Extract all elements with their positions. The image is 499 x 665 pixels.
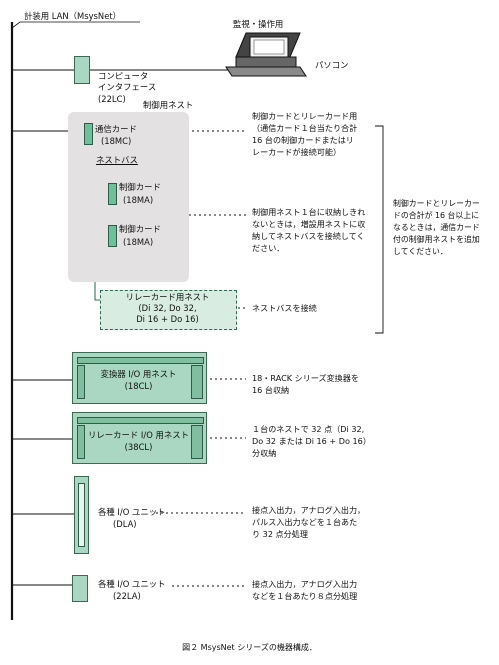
note-side-4: 付の制御用ネストを追加: [393, 235, 480, 244]
note-relay-io-2: Do 32 または Di 16 + Do 16）: [252, 436, 371, 446]
relay-io-side-left: [77, 425, 85, 459]
relay-io-nest-label-1: リレーカード I/O 用ネスト: [88, 430, 189, 440]
pc-top-label: 監視・操作用: [233, 19, 284, 29]
note-la22-1: 接点入出力，アナログ入出力: [252, 579, 358, 589]
note-capacity-2: ないときは，増設用ネストに収: [252, 219, 366, 229]
converter-nest-label-2: (18CL): [124, 381, 153, 391]
lan-label: 計装用 LAN（MsysNet）: [24, 11, 121, 21]
interface-label-1: コンピュータ: [98, 71, 149, 81]
note-capacity-4: ださい．: [252, 243, 285, 253]
pc-icon: [225, 32, 307, 77]
control-card-1-label-1: 制御カード: [119, 182, 161, 192]
relay-nest-box: [100, 290, 237, 330]
note-side-2: ドの合計が 16 台以上に: [393, 211, 480, 220]
dla-label-1: 各種 I/O ユニット: [98, 507, 166, 517]
note-dla-2: パルス入出力などを１台あた: [252, 517, 358, 527]
relay-nest-label-2: (Di 32, Do 32,: [138, 303, 197, 313]
converter-slot-strip: [77, 357, 204, 364]
control-card-2-label-2: (18MA): [123, 237, 154, 247]
relay-nest-label-3: Di 16 + Do 16): [136, 314, 199, 324]
interface-22lc-icon: [74, 56, 90, 84]
note-capacity-1: 制御用ネスト１台に収納しきれ: [252, 207, 366, 217]
relay-io-nest-label-2: (38CL): [124, 442, 153, 452]
note-comm-3: 16 台の制御カードまたはリ: [252, 135, 354, 145]
note-side-1: 制御カードとリレーカー: [393, 199, 480, 208]
converter-nest-box: [72, 352, 207, 404]
comm-card-icon: [84, 123, 93, 145]
control-nest-title: 制御用ネスト: [143, 100, 194, 110]
la22-unit-icon: [72, 575, 88, 602]
control-card-2-icon: [108, 225, 117, 247]
note-comm-2: （通信カード１台当たり合計: [252, 123, 358, 133]
note-side-3: なるときは，通信カード: [393, 223, 480, 232]
note-la22-2: などを１台あたり８点分処理: [252, 591, 358, 601]
dla-unit-panel: [78, 483, 85, 547]
relay-nest-label-1: リレーカード用ネスト: [125, 292, 210, 302]
note-converter-2: 16 台収納: [252, 385, 290, 395]
note-relay-io-1: １台のネストで 32 点（Di 32,: [252, 424, 365, 434]
control-card-1-label-2: (18MA): [123, 195, 154, 205]
comm-card-label-1: 通信カード: [95, 124, 137, 134]
note-comm-1: 制御カードとリレーカード用: [252, 111, 358, 121]
relay-io-side-right: [191, 425, 203, 459]
relay-io-nest-box: [72, 412, 207, 464]
nest-bus-label: ネストバス: [96, 155, 138, 165]
figure-caption: 図２ MsysNet シリーズの機器構成．: [182, 643, 317, 652]
dla-label-2: (DLA): [113, 519, 137, 529]
note-capacity-3: 納してネストバスを接続してく: [252, 231, 365, 241]
pc-name: パソコン: [315, 60, 349, 70]
note-bus-connect: ネストバスを接続: [252, 303, 317, 313]
control-card-2-label-1: 制御カード: [119, 224, 161, 234]
dla-unit-icon: [74, 476, 89, 554]
interface-label-3: (22LC): [98, 94, 126, 104]
note-dla-1: 接点入出力，アナログ入出力，: [252, 505, 366, 515]
converter-side-left: [77, 365, 85, 399]
la22-label-1: 各種 I/O ユニット: [98, 579, 166, 589]
converter-nest-label-1: 変換器 I/O 用ネスト: [100, 369, 177, 379]
note-converter-1: 18・RACK シリーズ変換器を: [252, 373, 359, 383]
note-dla-3: り 32 点分処理: [252, 529, 308, 539]
note-relay-io-3: 分収納: [252, 448, 277, 458]
converter-side-right: [191, 365, 203, 399]
relay-io-slot-strip: [77, 417, 204, 424]
control-card-1-icon: [108, 183, 117, 205]
comm-card-label-2: (18MC): [101, 136, 132, 146]
la22-label-2: (22LA): [113, 591, 141, 601]
note-comm-4: レーカードが接続可能）: [252, 147, 342, 157]
interface-label-2: インタフェース: [98, 82, 157, 92]
note-side-5: してください．: [393, 247, 448, 256]
